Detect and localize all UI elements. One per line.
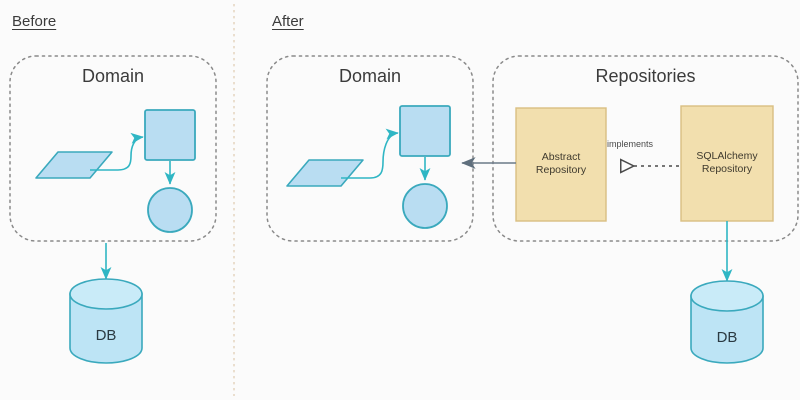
rect-node-before xyxy=(144,109,196,161)
domain-after-boundary xyxy=(266,55,474,242)
db-cylinder-before-top xyxy=(69,278,143,310)
db-cylinder-before-body xyxy=(69,293,143,364)
repositories-boundary xyxy=(492,55,799,242)
abstract-repository-label: Abstract Repository xyxy=(535,151,587,176)
group-title-repositories: Repositories xyxy=(595,66,696,86)
edge-parallelogram-to-rect-after xyxy=(341,128,399,179)
section-title-after: After xyxy=(272,13,304,30)
section-title-before: Before xyxy=(12,13,57,30)
rect-node-after xyxy=(399,105,451,157)
db-cylinder-after-body xyxy=(690,295,764,364)
sqlalchemy-repository-box xyxy=(680,105,774,222)
circle-node-after xyxy=(402,183,448,229)
group-title-domain-before: Domain xyxy=(81,66,145,86)
edge-parallelogram-to-rect-before xyxy=(90,132,144,171)
abstract-repository-box xyxy=(515,107,607,222)
parallelogram-after xyxy=(286,159,364,187)
implements-label: implements xyxy=(607,139,654,149)
db-cylinder-after-top xyxy=(690,280,764,312)
circle-node-before xyxy=(147,187,193,233)
domain-before-boundary xyxy=(9,55,217,242)
sqlalchemy-repository-label: SQLAlchemy Repository xyxy=(696,150,758,175)
db-label-before: DB xyxy=(95,327,117,344)
db-label-after: DB xyxy=(716,329,738,346)
group-title-domain-after: Domain xyxy=(338,66,402,86)
parallelogram-before xyxy=(35,151,113,179)
